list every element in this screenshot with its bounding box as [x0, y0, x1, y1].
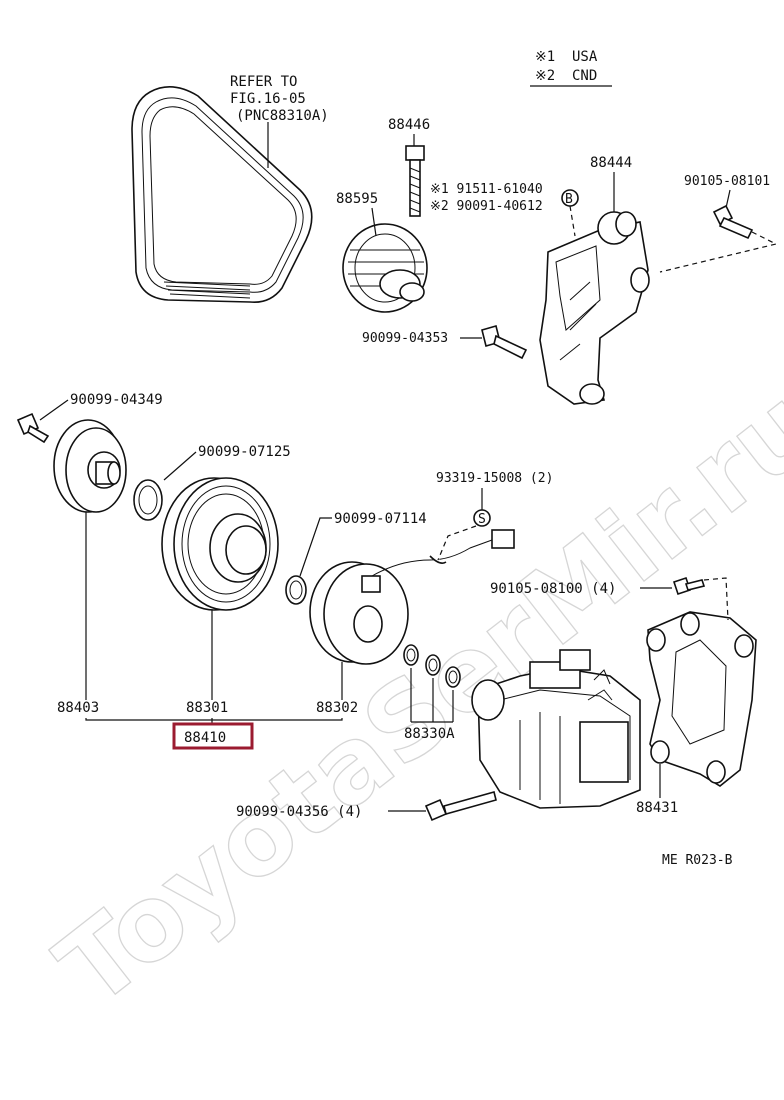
- label-88301[interactable]: 88301: [186, 700, 228, 716]
- label-90105-08100[interactable]: 90105-08100 (4): [490, 581, 616, 597]
- refer-line-2: FIG.16-05: [230, 91, 306, 107]
- leader-88330a: [410, 668, 454, 723]
- region-legend: ※1 USA ※2 CND: [530, 49, 612, 87]
- leader-90105-08101: [725, 189, 731, 209]
- refer-line-1: REFER TO: [230, 74, 297, 90]
- leader-88595: [371, 207, 377, 237]
- leader-90099-04349: [39, 399, 69, 421]
- leader-b: [569, 205, 576, 237]
- label-88330a[interactable]: 88330A: [404, 726, 455, 742]
- bolt-90099-04349-illustration: [16, 412, 50, 444]
- legend-text-usa: USA: [572, 49, 598, 65]
- label-90099-04353[interactable]: 90099-04353: [362, 331, 448, 346]
- circle-s-icon: [473, 509, 491, 527]
- label-88403[interactable]: 88403: [57, 700, 99, 716]
- snap-ring-90099-07114-illustration: [285, 575, 307, 605]
- label-90099-04349[interactable]: 90099-04349: [70, 392, 163, 408]
- label-93319-15008[interactable]: 93319-15008 (2): [436, 471, 553, 486]
- bolt-90099-04353-illustration: [481, 325, 528, 360]
- dash-90105-08100: [703, 577, 729, 621]
- bolt-90105-08101-illustration: [712, 204, 754, 240]
- drive-belt-illustration: [131, 86, 313, 304]
- label-88410[interactable]: 88410: [184, 730, 226, 746]
- label-90099-04356[interactable]: 90099-04356 (4): [236, 804, 362, 820]
- label-alt-2[interactable]: ※2 90091-40612: [430, 199, 543, 214]
- refer-line-3: (PNC88310A): [236, 108, 329, 124]
- label-90105-08101[interactable]: 90105-08101: [684, 174, 770, 189]
- diagram-code: ME R023-B: [662, 853, 733, 868]
- bracket-88444-illustration: [539, 211, 650, 405]
- label-88446[interactable]: 88446: [388, 117, 430, 133]
- legend-text-cnd: CND: [572, 68, 597, 84]
- label-90099-07114[interactable]: 90099-07114: [334, 511, 427, 527]
- dash-90105-08101: [659, 231, 778, 273]
- bolt-88446-illustration: [405, 145, 425, 217]
- hub-88403-illustration: [53, 419, 127, 513]
- compressor-illustration: [471, 649, 641, 809]
- refer-note: REFER TO FIG.16-05 (PNC88310A): [230, 74, 329, 124]
- leader-90099-07114: [299, 517, 332, 577]
- legend-mark-1: ※1: [535, 49, 555, 65]
- circle-s-label: S: [478, 512, 486, 527]
- bolt-90105-08100-illustration: [672, 576, 706, 596]
- pulley-88301-illustration: [161, 477, 279, 611]
- highlight-box-88410[interactable]: [172, 722, 254, 750]
- legend-mark-2: ※2: [535, 68, 555, 84]
- label-88431[interactable]: 88431: [636, 800, 678, 816]
- idler-pulley-illustration: [342, 223, 428, 313]
- label-90099-07125[interactable]: 90099-07125: [198, 444, 291, 460]
- label-88302[interactable]: 88302: [316, 700, 358, 716]
- label-alt-1[interactable]: ※1 91511-61040: [430, 182, 543, 197]
- label-88595[interactable]: 88595: [336, 191, 378, 207]
- shims-88330a-illustration: [403, 644, 461, 688]
- leader-90099-07125: [163, 451, 197, 481]
- dash-93319-15008: [437, 525, 477, 561]
- circle-b-label: B: [565, 192, 573, 207]
- label-88444[interactable]: 88444: [590, 155, 632, 171]
- field-coil-88302-illustration: [309, 529, 515, 665]
- bolt-90099-04356-illustration: [424, 791, 497, 822]
- bracket-88431-illustration: [646, 611, 757, 787]
- snap-ring-90099-07125-illustration: [133, 479, 163, 521]
